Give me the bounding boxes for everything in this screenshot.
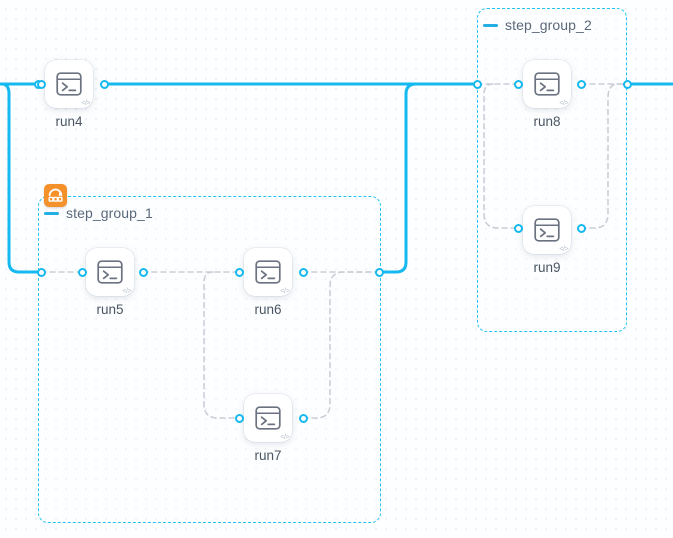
terminal-icon <box>97 260 123 284</box>
terminal-icon <box>534 218 560 242</box>
port-run8-out[interactable] <box>576 79 586 89</box>
edge-canvas-branch-down[interactable] <box>0 82 43 274</box>
port-run6-out[interactable] <box>298 267 308 277</box>
group-container-step_group_2[interactable] <box>477 8 627 332</box>
group-title-step_group_2: step_group_2 <box>505 17 592 33</box>
code-badge-icon: </> <box>280 434 289 441</box>
node-label-run6: run6 <box>254 302 282 317</box>
node-card-run8[interactable]: </> <box>523 60 571 108</box>
minus-icon[interactable] <box>44 211 59 215</box>
terminal-icon <box>255 260 281 284</box>
node-label-run9: run9 <box>533 260 561 275</box>
node-card-run6[interactable]: </> <box>244 248 292 296</box>
node-label-run5: run5 <box>96 302 124 317</box>
node-run5[interactable]: </> run5 <box>86 248 134 317</box>
loop-icon <box>48 188 63 202</box>
node-card-run9[interactable]: </> <box>523 206 571 254</box>
code-badge-icon: </> <box>280 288 289 295</box>
edge-group1-to-main[interactable] <box>377 82 479 274</box>
group-container-step_group_1[interactable] <box>38 196 381 523</box>
node-run6[interactable]: </> run6 <box>244 248 292 317</box>
port-group1-out[interactable] <box>374 267 384 277</box>
port-run5-out[interactable] <box>138 267 148 277</box>
group-badge-step_group_1[interactable] <box>44 184 67 207</box>
port-run4-in[interactable] <box>36 79 46 89</box>
group-title-step_group_1: step_group_1 <box>66 205 153 221</box>
node-run9[interactable]: </> run9 <box>523 206 571 275</box>
code-badge-icon: </> <box>122 288 131 295</box>
node-label-run7: run7 <box>254 448 282 463</box>
port-run7-out[interactable] <box>298 413 308 423</box>
node-run7[interactable]: </> run7 <box>244 394 292 463</box>
port-run8-in[interactable] <box>513 79 523 89</box>
node-card-run7[interactable]: </> <box>244 394 292 442</box>
node-label-run4: run4 <box>55 114 83 129</box>
group-header-step_group_1[interactable]: step_group_1 <box>44 205 153 221</box>
terminal-icon <box>534 72 560 96</box>
node-card-run5[interactable]: </> <box>86 248 134 296</box>
code-badge-icon: </> <box>559 100 568 107</box>
port-run7-in[interactable] <box>234 413 244 423</box>
port-run9-out[interactable] <box>576 223 586 233</box>
node-card-run4[interactable]: </> <box>45 60 93 108</box>
port-run6-in[interactable] <box>234 267 244 277</box>
port-group2-in[interactable] <box>472 79 482 89</box>
minus-icon[interactable] <box>483 23 498 27</box>
group-header-step_group_2[interactable]: step_group_2 <box>483 17 592 33</box>
port-run4-out[interactable] <box>99 79 109 89</box>
terminal-icon <box>255 406 281 430</box>
port-group2-out[interactable] <box>622 79 632 89</box>
port-group1-in[interactable] <box>36 267 46 277</box>
node-run8[interactable]: </> run8 <box>523 60 571 129</box>
terminal-icon <box>56 72 82 96</box>
code-badge-icon: </> <box>559 246 568 253</box>
code-badge-icon: </> <box>81 100 90 107</box>
node-label-run8: run8 <box>533 114 561 129</box>
port-run5-in[interactable] <box>77 267 87 277</box>
node-run4[interactable]: </> run4 <box>45 60 93 129</box>
port-run9-in[interactable] <box>513 223 523 233</box>
